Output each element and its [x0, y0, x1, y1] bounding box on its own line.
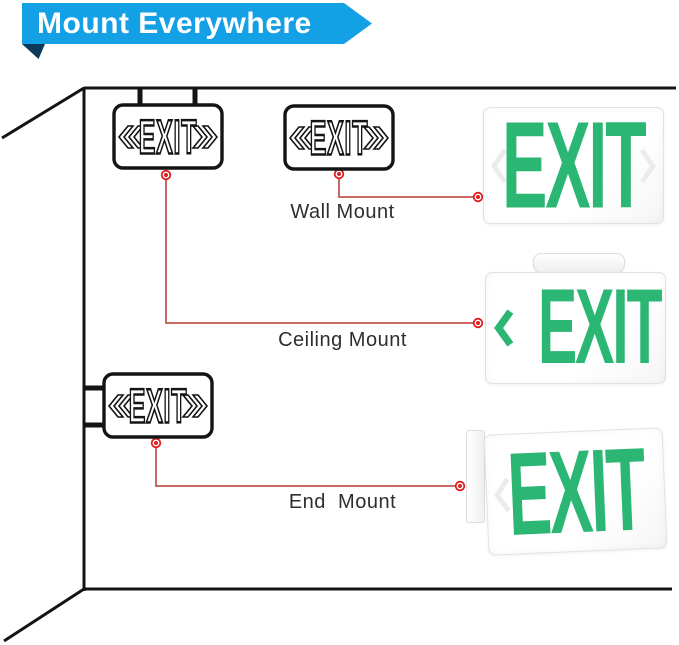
sign-outline — [112, 103, 224, 170]
embossed-chevron-right-icon — [639, 148, 657, 183]
room-outline — [1, 86, 676, 643]
connector-dot — [150, 437, 162, 449]
double-chevron-left-icon — [117, 125, 145, 149]
ceiling-mount-label: Ceiling Mount — [278, 329, 407, 351]
product-exit-text: EXIT — [537, 272, 663, 384]
product-photo-ceiling-mount: EXIT — [485, 272, 666, 384]
connector-lines — [155, 178, 473, 487]
ceiling-perspective-line — [1, 86, 85, 140]
header-banner: Mount Everywhere — [22, 3, 372, 44]
sign-outline — [283, 104, 395, 171]
connector-dots — [150, 168, 484, 492]
page-title: Mount Everywhere — [37, 7, 312, 40]
end-mount-label: End Mount — [288, 491, 397, 513]
embossed-chevron-left-icon — [490, 148, 508, 183]
diagram-sign-ceiling-mount: EXIT — [112, 103, 224, 170]
ceiling-sign-face: EXIT — [486, 274, 665, 381]
wall-mount-connector — [338, 178, 473, 198]
green-chevron-left-icon — [494, 309, 514, 347]
connector-dot — [333, 168, 345, 180]
sign-exit-text: EXIT — [310, 112, 369, 166]
double-chevron-right-icon — [181, 394, 209, 418]
product-exit-text: EXIT — [504, 427, 647, 556]
diagram-sign-end-mount: EXIT — [102, 372, 214, 439]
floor-perspective-line — [3, 587, 85, 643]
product-exit-text: EXIT — [502, 107, 647, 224]
wall-mount-label: Wall Mount — [290, 201, 395, 223]
double-chevron-right-icon — [191, 125, 219, 149]
product-photo-end-mount: EXIT — [483, 427, 668, 556]
ceiling-mount-connector — [165, 179, 473, 324]
connector-dot — [160, 169, 172, 181]
sign-outline — [102, 372, 214, 439]
end-mount-bracket — [466, 430, 485, 523]
mount-brackets — [84, 88, 198, 428]
connector-dot — [472, 191, 484, 203]
end-mount-connector — [155, 447, 455, 487]
embossed-chevron-left-icon — [494, 477, 511, 512]
diagram-sign-wall-mount: EXIT — [283, 104, 395, 171]
double-chevron-left-icon — [288, 126, 316, 150]
connector-dot — [472, 317, 484, 329]
product-photo-wall-mount: EXIT — [483, 107, 664, 224]
sign-exit-text: EXIT — [139, 111, 198, 165]
double-chevron-right-icon — [362, 126, 390, 150]
double-chevron-left-icon — [107, 394, 135, 418]
sign-exit-text: EXIT — [129, 380, 188, 434]
connector-dot — [454, 480, 466, 492]
